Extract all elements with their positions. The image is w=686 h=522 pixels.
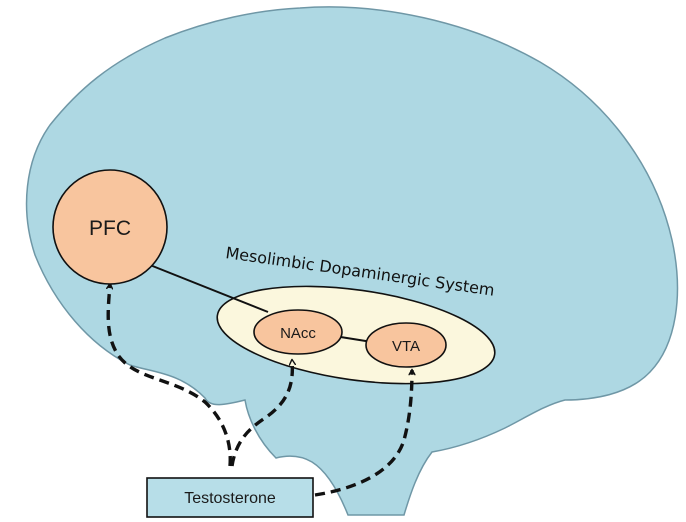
testosterone-label: Testosterone <box>184 490 276 507</box>
nacc-node: NAcc <box>253 309 343 355</box>
testosterone-node: Testosterone <box>146 477 314 518</box>
pfc-node: PFC <box>52 169 168 285</box>
testosterone-to-pfc-arrow <box>108 284 232 467</box>
pfc-nacc-connection <box>149 264 269 313</box>
brain-silhouette <box>25 6 679 516</box>
vta-label: VTA <box>392 338 420 355</box>
testosterone-to-nacc-arrow <box>230 360 292 467</box>
testosterone-to-vta-arrow <box>314 370 412 497</box>
nacc-label: NAcc <box>280 325 316 342</box>
pfc-label: PFC <box>89 217 131 240</box>
vta-node: VTA <box>365 322 447 368</box>
